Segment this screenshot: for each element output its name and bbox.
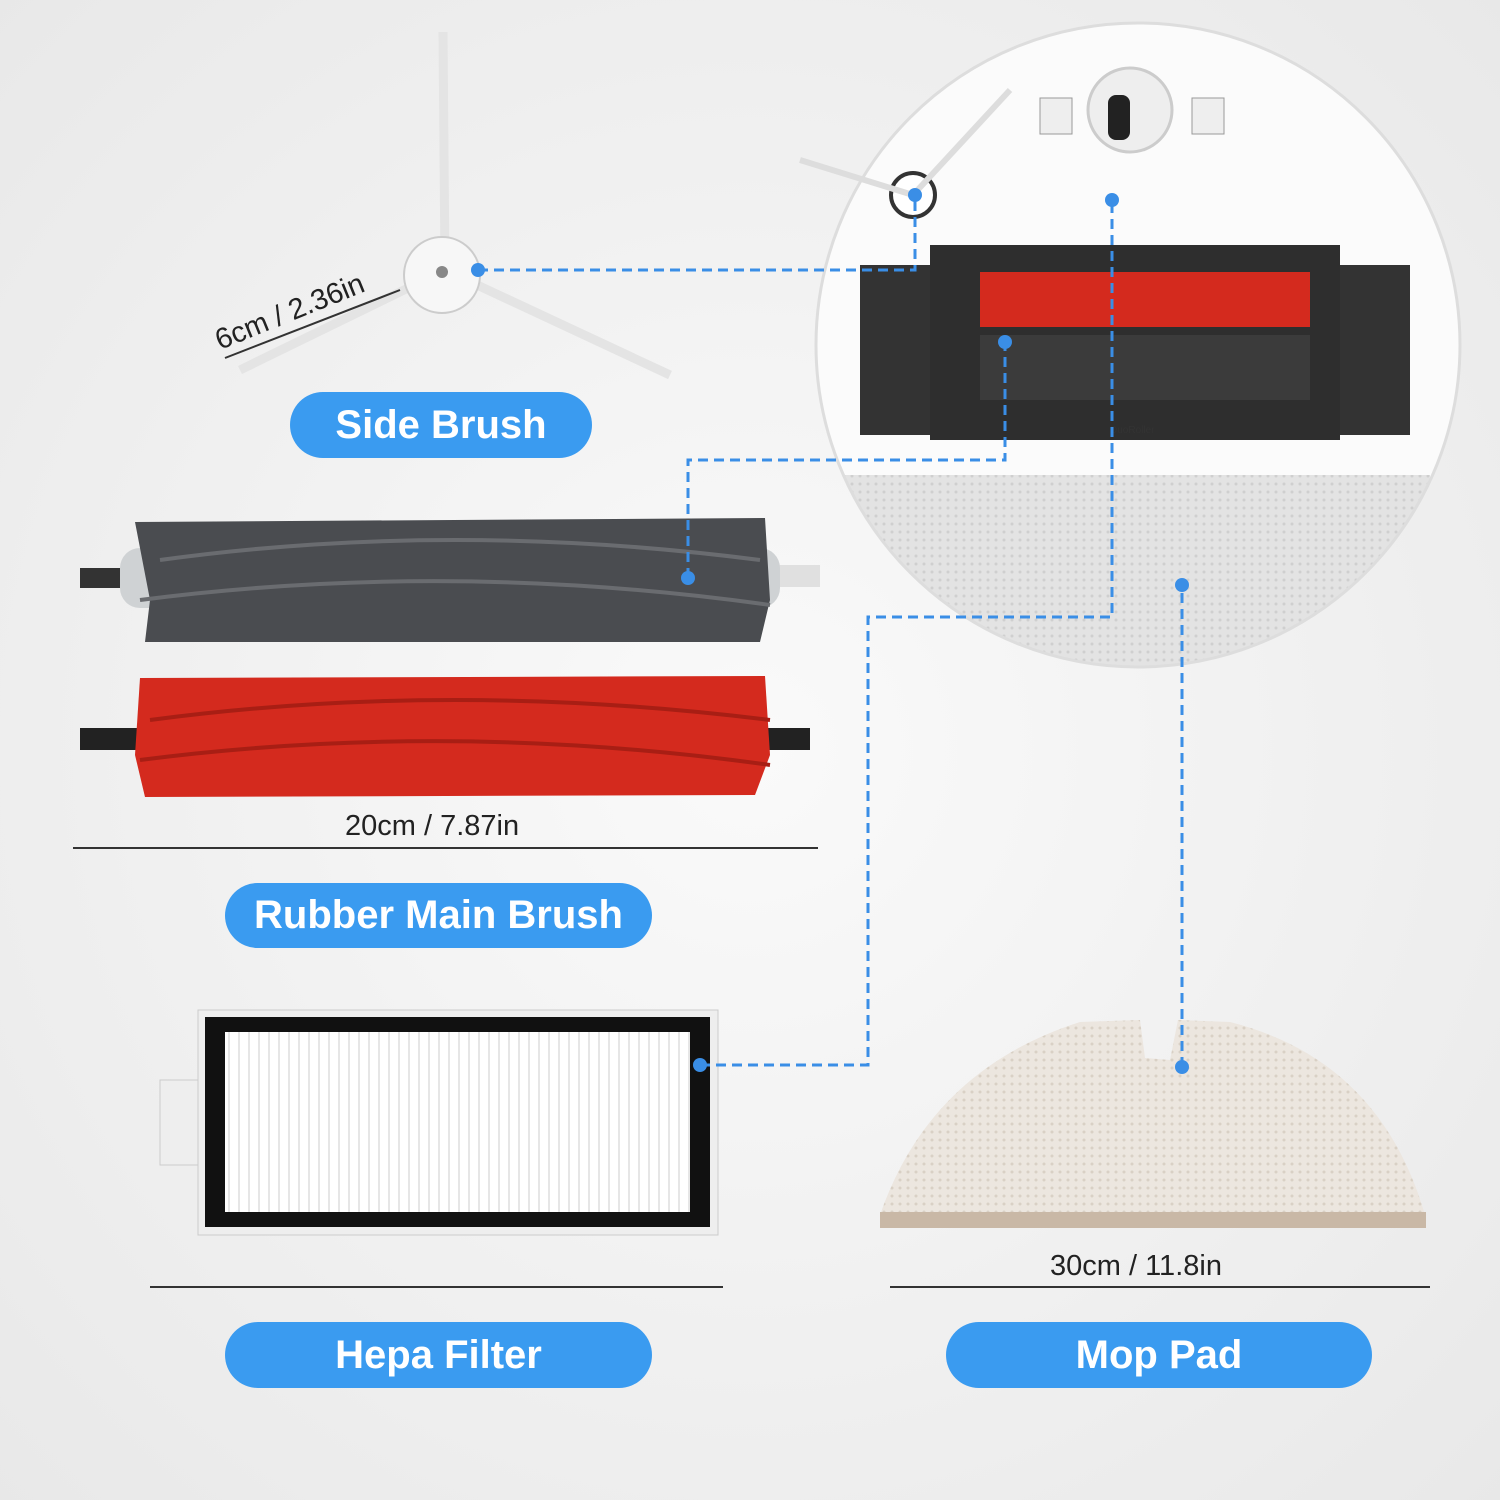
label-side-brush: Side Brush (290, 392, 592, 458)
side-brush-dimension-line (224, 289, 401, 359)
gray-main-brush (80, 518, 820, 642)
robot-red-roller (980, 272, 1310, 327)
side-brush-image (238, 31, 672, 380)
roller-label: DuoRoller (1110, 425, 1155, 436)
hepa-filter-image (159, 1009, 719, 1236)
label-mop-pad: Mop Pad (946, 1322, 1372, 1388)
connector-dots (471, 188, 1189, 1074)
main-brush-dimension: 20cm / 7.87in (345, 810, 519, 842)
mop-pad-image (880, 1020, 1425, 1215)
red-main-brush (80, 676, 810, 797)
right-wheel (1340, 265, 1410, 435)
left-wheel (860, 265, 930, 435)
label-hepa-filter: Hepa Filter (225, 1322, 652, 1388)
connector-lines (478, 195, 1184, 1067)
label-main-brush: Rubber Main Brush (225, 883, 652, 948)
robot-gray-roller (980, 335, 1310, 400)
mop-dimension: 30cm / 11.8in (1050, 1250, 1222, 1282)
